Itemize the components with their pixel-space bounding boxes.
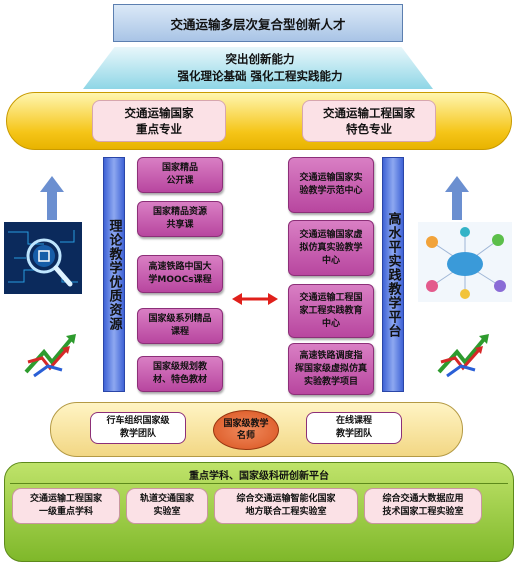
practice-item-2-line-2: 拟仿真实验教学 (299, 242, 363, 253)
resource-item-1-line-2: 公开课 (166, 176, 194, 186)
theory-resources-bar: 理论教学优质资源 (103, 157, 125, 392)
resource-item-4: 国家级系列精品 课程 (137, 308, 223, 344)
team-center-line-1: 国家级教学 (223, 419, 269, 429)
practice-platform-label: 高水平实践教学平台 (385, 211, 401, 338)
resource-item-2-line-2: 共享课 (166, 220, 194, 230)
practice-item-3-line-3: 中心 (321, 318, 340, 329)
team-left-line-2: 教学团队 (119, 429, 156, 439)
growth-arrows-icon (22, 332, 78, 378)
practice-item-1-line-1: 交通运输国家实 (299, 173, 363, 183)
practice-item-1-line-2: 验教学示范中心 (299, 186, 363, 196)
team-center-line-2: 名师 (236, 431, 255, 441)
research-item-4-line-1: 综合交通大数据应用 (382, 494, 464, 504)
research-item-2: 轨道交通国家 实验室 (126, 488, 208, 524)
resource-item-4-line-1: 国家级系列精品 (148, 314, 212, 324)
team-right-line-2: 教学团队 (335, 429, 372, 439)
resource-item-1-line-1: 国家精品 (161, 163, 198, 173)
capability-line-2: 强化理论基础 强化工程实践能力 (177, 69, 343, 83)
team-left: 行车组织国家级 教学团队 (90, 412, 186, 444)
practice-item-3-line-2: 家工程实践教育 (299, 305, 363, 316)
resource-item-5: 国家级规划教 材、特色教材 (137, 356, 223, 392)
resource-item-3: 高速铁路中国大 学MOOCs课程 (137, 255, 223, 293)
cloud-network-icon (418, 222, 512, 302)
resource-item-3-line-2: 学MOOCs课程 (148, 275, 212, 285)
national-key-major: 交通运输国家 重点专业 (92, 100, 226, 142)
research-item-4: 综合交通大数据应用 技术国家工程实验室 (364, 488, 482, 524)
practice-item-4: 高速铁路调度指 挥国家级虚拟仿真 实验教学项目 (288, 343, 374, 395)
research-item-2-line-2: 实验室 (153, 507, 181, 517)
practice-item-3-line-1: 交通运输工程国 (299, 292, 363, 303)
national-key-major-line-2: 重点专业 (136, 122, 182, 136)
double-arrow-icon (232, 290, 278, 308)
tech-circuit-icon (4, 222, 82, 294)
capability-line-1: 突出创新能力 (225, 52, 295, 66)
resource-item-1: 国家精品 公开课 (137, 157, 223, 193)
resource-item-4-line-2: 课程 (170, 327, 189, 337)
practice-item-2-line-3: 中心 (321, 255, 340, 266)
capability-trapezoid (83, 47, 433, 89)
national-key-major-line-1: 交通运输国家 (124, 106, 194, 120)
research-item-1: 交通运输工程国家 一级重点学科 (12, 488, 120, 524)
resource-item-3-line-1: 高速铁路中国大 (148, 262, 212, 272)
capability-text: 突出创新能力 强化理论基础 强化工程实践能力 (110, 48, 410, 88)
growth-arrows-icon (435, 332, 491, 378)
resource-item-5-line-2: 材、特色教材 (152, 375, 207, 385)
national-feature-major-line-1: 交通运输工程国家 (323, 106, 415, 120)
research-item-1-line-1: 交通运输工程国家 (29, 494, 102, 504)
practice-item-4-line-3: 实验教学项目 (303, 376, 358, 387)
practice-platform-bar: 高水平实践教学平台 (382, 157, 404, 392)
resource-item-2-line-1: 国家精品资源 (152, 207, 207, 217)
resource-item-2: 国家精品资源 共享课 (137, 201, 223, 237)
team-right: 在线课程 教学团队 (306, 412, 402, 444)
practice-item-4-line-1: 高速铁路调度指 (299, 350, 363, 361)
resource-item-5-line-1: 国家级规划教 (152, 362, 207, 372)
practice-item-2: 交通运输国家虚 拟仿真实验教学 中心 (288, 220, 374, 276)
research-item-3-line-1: 综合交通运输智能化国家 (236, 494, 336, 504)
research-item-3: 综合交通运输智能化国家 地方联合工程实验室 (214, 488, 358, 524)
national-feature-major: 交通运输工程国家 特色专业 (302, 100, 436, 142)
practice-item-3: 交通运输工程国 家工程实践教育 中心 (288, 284, 374, 338)
research-item-2-line-1: 轨道交通国家 (139, 494, 194, 504)
research-item-4-line-2: 技术国家工程实验室 (382, 507, 464, 517)
major-platform-capsule (6, 92, 512, 150)
team-center: 国家级教学 名师 (213, 410, 279, 450)
theory-resources-label: 理论教学优质资源 (106, 218, 122, 331)
research-item-1-line-2: 一级重点学科 (38, 507, 93, 517)
team-left-line-1: 行车组织国家级 (106, 416, 170, 426)
national-feature-major-line-2: 特色专业 (346, 122, 392, 136)
research-divider (10, 483, 508, 484)
left-up-arrow-icon (40, 176, 64, 220)
practice-item-1: 交通运输国家实 验教学示范中心 (288, 157, 374, 213)
research-item-3-line-2: 地方联合工程实验室 (245, 507, 327, 517)
goal-title: 交通运输多层次复合型创新人才 (170, 16, 346, 32)
practice-item-2-line-1: 交通运输国家虚 (299, 229, 363, 240)
team-right-line-1: 在线课程 (335, 416, 372, 426)
research-platform-title: 重点学科、国家级科研创新平台 (189, 470, 329, 482)
practice-item-4-line-2: 挥国家级虚拟仿真 (294, 363, 367, 374)
goal-box: 交通运输多层次复合型创新人才 (113, 4, 403, 42)
right-up-arrow-icon (445, 176, 469, 220)
